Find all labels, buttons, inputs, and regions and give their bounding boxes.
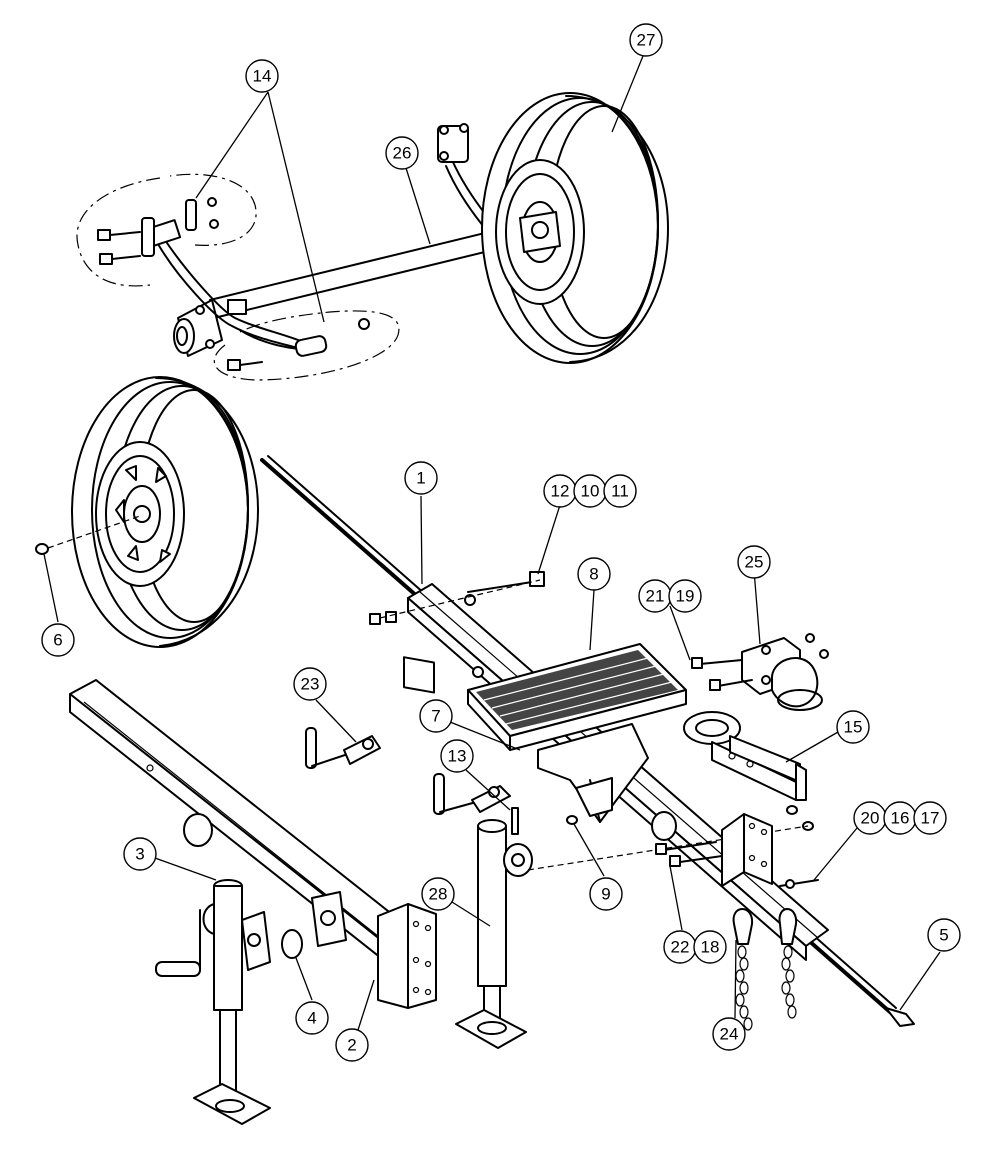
callout-2: 2 xyxy=(335,1028,369,1062)
callout-5: 5 xyxy=(927,918,961,952)
callout-17: 17 xyxy=(913,801,947,835)
callout-28: 28 xyxy=(421,877,455,911)
safety-chains xyxy=(732,908,798,1031)
callout-label: 7 xyxy=(431,707,440,726)
callout-label: 9 xyxy=(601,885,610,904)
callout-24: 24 xyxy=(712,1017,746,1051)
callout-label: 15 xyxy=(844,718,863,737)
side-tongue-tube xyxy=(69,679,437,1009)
callout-8: 8 xyxy=(577,557,611,591)
coupler xyxy=(691,633,829,711)
jack-handle-23 xyxy=(305,727,381,769)
callout-15: 15 xyxy=(836,710,870,744)
jack-left xyxy=(155,879,271,1125)
callout-label: 12 xyxy=(551,482,570,501)
callout-16: 16 xyxy=(883,801,917,835)
callout-label: 14 xyxy=(253,67,272,86)
callout-26: 26 xyxy=(385,136,419,170)
jack-right xyxy=(455,819,533,1049)
callout-label: 11 xyxy=(611,482,629,501)
callout-19: 19 xyxy=(668,579,702,613)
callout-25: 25 xyxy=(737,545,771,579)
chain-left xyxy=(735,945,753,1031)
callout-label: 2 xyxy=(347,1036,356,1055)
callout-label: 26 xyxy=(393,144,412,163)
callout-label: 24 xyxy=(720,1025,739,1044)
step-plate xyxy=(467,643,687,825)
callout-22: 22 xyxy=(663,930,697,964)
callout-label: 10 xyxy=(581,482,600,501)
jack-handle-13 xyxy=(433,773,519,835)
axle-assembly xyxy=(76,92,669,381)
tongue-mount-plate xyxy=(651,811,819,889)
callout-12: 12 xyxy=(543,474,577,508)
callout-23: 23 xyxy=(293,667,327,701)
leader-lines xyxy=(43,55,941,1031)
left-spring-hardware xyxy=(97,197,370,371)
callout-label: 21 xyxy=(646,587,665,606)
callout-3: 3 xyxy=(123,837,157,871)
callout-18: 18 xyxy=(693,930,727,964)
hardware-enclosure-left xyxy=(76,173,257,287)
callout-label: 18 xyxy=(701,938,720,957)
callout-7: 7 xyxy=(419,699,453,733)
callout-label: 8 xyxy=(589,565,598,584)
right-wheel-tire xyxy=(481,92,669,364)
callout-label: 23 xyxy=(301,675,320,694)
callout-label: 6 xyxy=(53,631,62,650)
callout-label: 16 xyxy=(891,809,910,828)
callout-27: 27 xyxy=(629,23,663,57)
left-wheel-tire xyxy=(35,376,259,648)
callout-9: 9 xyxy=(589,877,623,911)
callout-label: 22 xyxy=(671,938,690,957)
callout-21: 21 xyxy=(638,579,672,613)
callout-label: 3 xyxy=(135,845,144,864)
callout-label: 13 xyxy=(448,747,467,766)
callout-1: 1 xyxy=(404,461,438,495)
callout-label: 27 xyxy=(637,31,656,50)
callout-13: 13 xyxy=(440,739,474,773)
chain-right xyxy=(781,945,797,1019)
clip-pin xyxy=(281,929,303,959)
lunette-bracket xyxy=(527,711,814,871)
callout-label: 4 xyxy=(307,1009,316,1028)
callout-label: 5 xyxy=(939,926,948,945)
callout-14: 14 xyxy=(245,59,279,93)
callout-label: 17 xyxy=(921,809,940,828)
callout-11: 11 xyxy=(603,474,637,508)
left-hub xyxy=(173,299,247,357)
callout-label: 20 xyxy=(861,809,880,828)
callout-4: 4 xyxy=(295,1001,329,1035)
callout-20: 20 xyxy=(853,801,887,835)
callout-10: 10 xyxy=(573,474,607,508)
callout-label: 25 xyxy=(745,553,764,572)
callout-label: 1 xyxy=(416,469,425,488)
callout-6: 6 xyxy=(41,623,75,657)
hardware-enclosure-bottom xyxy=(213,310,400,381)
callout-label: 28 xyxy=(429,885,448,904)
callout-label: 19 xyxy=(676,587,695,606)
left-leaf-spring xyxy=(146,219,328,357)
